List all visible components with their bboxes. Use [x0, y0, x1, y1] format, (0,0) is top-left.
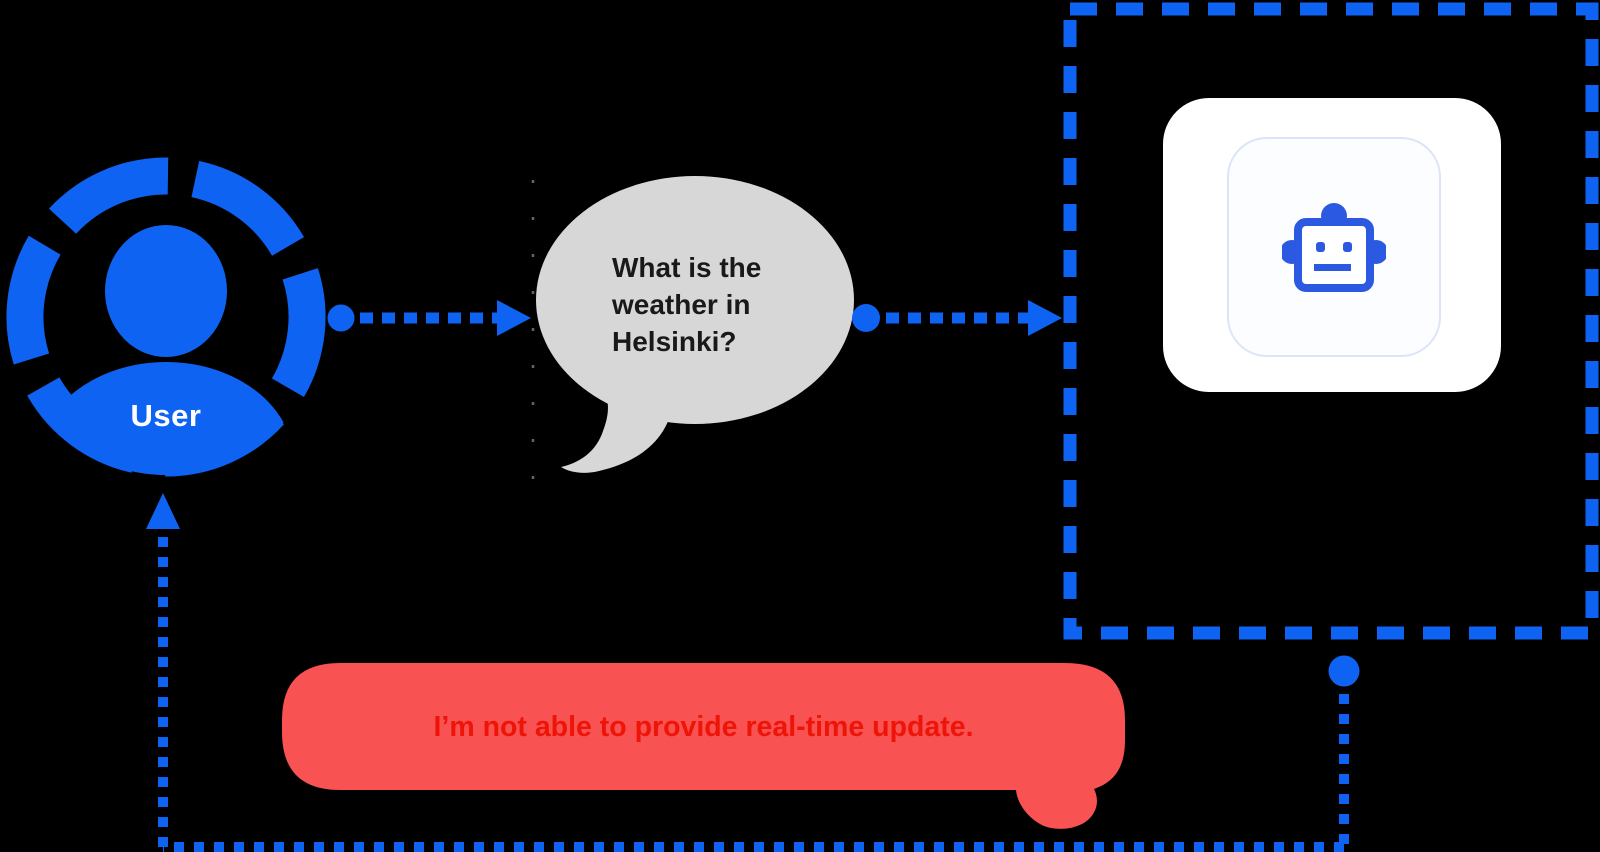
- connector2-arrowhead-icon: [1028, 300, 1062, 336]
- chatbot-card-inner-frame: [1227, 137, 1441, 357]
- user-label: User: [130, 398, 202, 433]
- response-bubble-body: [282, 663, 1125, 829]
- avatar-dashed-ring: [6, 157, 326, 477]
- return-path-start-dot: [1328, 655, 1360, 687]
- speech-bubble-icon: [536, 176, 854, 473]
- user-avatar: User: [0, 152, 340, 492]
- message-bubble-icon: [282, 663, 1125, 829]
- robot-icon: [1282, 203, 1386, 292]
- question-bubble-body: [536, 176, 854, 424]
- robot-head: [1294, 218, 1374, 292]
- user-avatar-icon: [6, 157, 326, 477]
- question-text: What is the weather in Helsinki?: [612, 252, 762, 357]
- connector1-arrowhead-icon: [497, 300, 531, 336]
- robot-eye-left: [1316, 242, 1325, 252]
- robot-eye-right: [1343, 242, 1352, 252]
- response-text: I’m not able to provide real-time update…: [433, 710, 974, 743]
- response-bubble: I’m not able to provide real-time update…: [282, 663, 1132, 835]
- question-bubble: What is the weather in Helsinki?: [535, 175, 875, 485]
- avatar-shoulders: [38, 362, 294, 475]
- chatbot-card: [1163, 98, 1501, 392]
- robot-mouth: [1314, 264, 1351, 271]
- avatar-head: [105, 225, 227, 357]
- question-bubble-tail: [561, 399, 673, 473]
- return-path-arrowhead-icon: [146, 493, 180, 529]
